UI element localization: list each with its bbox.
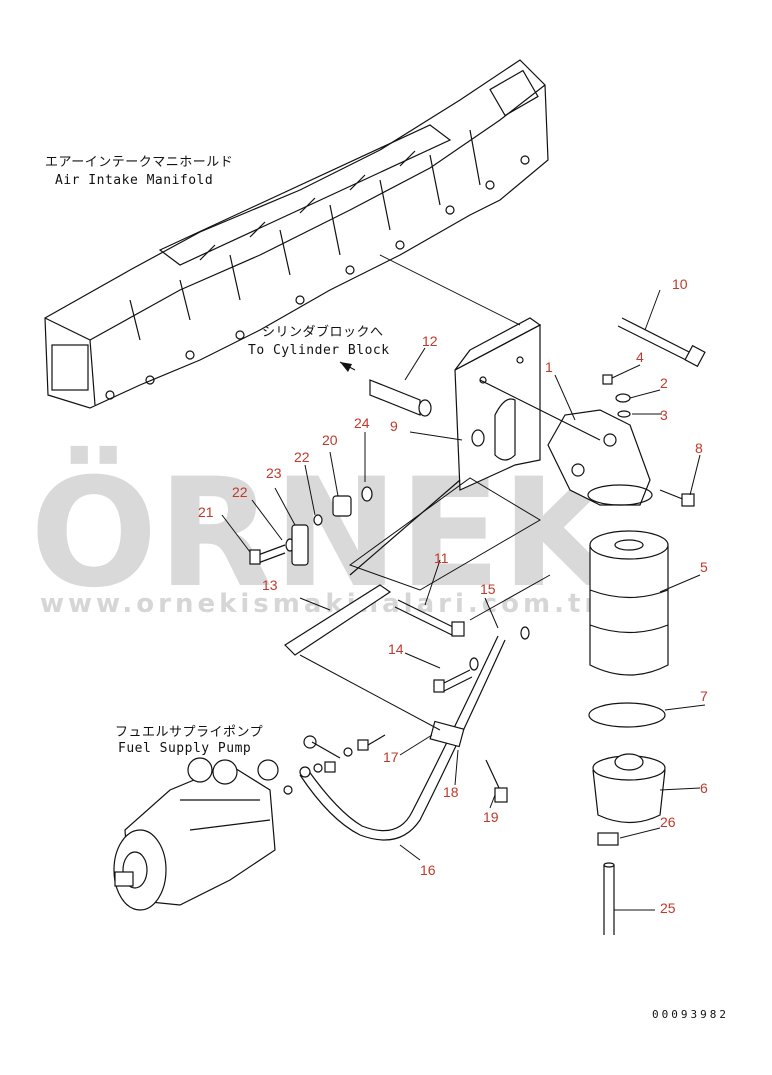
leader-manifold-bracket <box>379 254 521 326</box>
bolt-8-drawing <box>659 489 695 507</box>
cylinder-label-jp: シリンダブロックへ <box>262 324 384 340</box>
callout-18: 18 <box>443 784 459 800</box>
fuel-supply-pump-drawing <box>113 757 279 911</box>
air-intake-manifold-drawing <box>44 59 549 409</box>
callout-2: 2 <box>660 375 668 391</box>
drain-and-hose-drawing <box>597 832 619 935</box>
fuel-pump-label-jp: フュエルサプライポンプ <box>115 725 263 740</box>
parts-14-15-drawing <box>433 626 530 693</box>
spacer-12-drawing <box>369 379 432 417</box>
callout-13: 13 <box>262 577 278 593</box>
callout-5: 5 <box>700 559 708 575</box>
small-parts-2-3-4 <box>602 374 631 418</box>
callout-15: 15 <box>480 581 496 597</box>
callout-10: 10 <box>672 276 688 292</box>
bolt-19-drawing <box>485 759 508 803</box>
callout-7: 7 <box>700 688 708 704</box>
fuel-pump-label-en: Fuel Supply Pump <box>118 741 251 756</box>
cylinder-label-en: To Cylinder Block <box>248 343 390 358</box>
callout-19: 19 <box>483 809 499 825</box>
callout-20: 20 <box>322 432 338 448</box>
callout-21: 21 <box>198 504 214 520</box>
callout-4: 4 <box>636 349 644 365</box>
stay-13-drawing <box>284 479 461 656</box>
callout-6: 6 <box>700 780 708 796</box>
mounting-plate-drawing <box>454 317 542 491</box>
callout-22a: 22 <box>232 484 248 500</box>
callout-25: 25 <box>660 900 676 916</box>
air-intake-label-en: Air Intake Manifold <box>55 173 213 188</box>
watermark-brand: ÖRNEK <box>30 445 622 621</box>
part-callouts: 1 2 3 4 5 6 7 8 9 10 11 12 13 14 15 16 1… <box>198 276 708 916</box>
callout-11: 11 <box>434 550 449 566</box>
o-ring-drawing <box>588 702 666 728</box>
fuel-hose-drawing <box>299 635 506 841</box>
callout-leaders <box>221 289 706 911</box>
callout-3: 3 <box>660 407 668 423</box>
callout-23: 23 <box>266 465 282 481</box>
watermark: ÖRNEK www.ornekismakinalari.com.tr <box>30 445 622 621</box>
filter-cartridge-drawing <box>589 530 669 676</box>
pump-fittings-drawing <box>283 734 386 795</box>
callout-8: 8 <box>695 440 703 456</box>
parts-20-24-drawing <box>332 486 373 517</box>
air-intake-label-jp: エアーインテークマニホールド <box>45 155 233 170</box>
parts-21-22-23-drawing <box>249 514 323 566</box>
callout-17: 17 <box>383 749 399 765</box>
callout-1: 1 <box>545 359 553 375</box>
callout-12: 12 <box>422 333 438 349</box>
callout-16: 16 <box>420 862 436 878</box>
bolt-11-drawing <box>394 599 465 637</box>
callout-14: 14 <box>388 641 404 657</box>
filter-head-drawing <box>479 379 653 506</box>
document-number: 00093982 <box>652 1008 729 1021</box>
callout-24: 24 <box>354 415 370 431</box>
callout-9: 9 <box>390 418 398 434</box>
watermark-url: www.ornekismakinalari.com.tr <box>40 589 601 619</box>
arrow-head <box>340 362 352 372</box>
callout-22b: 22 <box>294 449 310 465</box>
text-labels: エアーインテークマニホールド Air Intake Manifold シリンダブ… <box>45 155 390 756</box>
filter-bowl-drawing <box>592 753 666 824</box>
callout-26: 26 <box>660 814 676 830</box>
bolt-10-drawing <box>617 317 706 368</box>
